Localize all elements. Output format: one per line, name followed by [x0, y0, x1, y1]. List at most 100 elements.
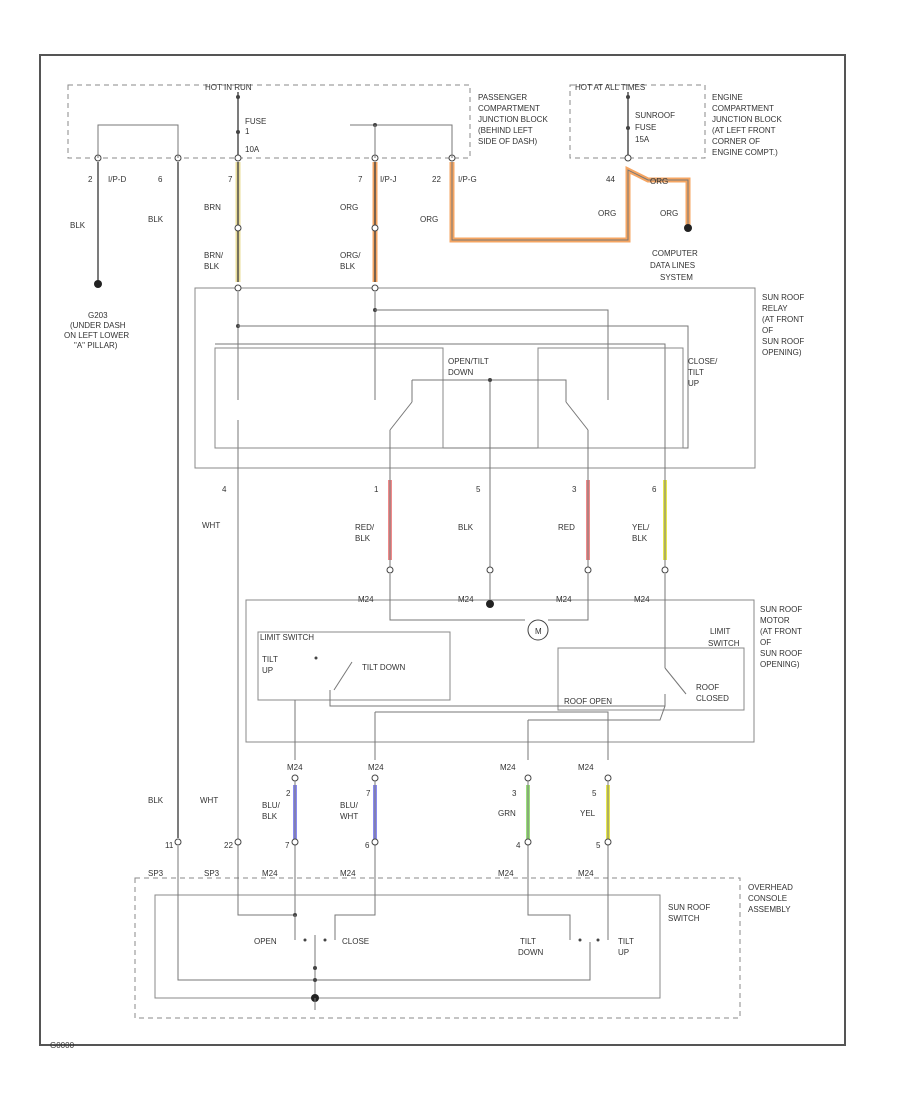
data-link-label-1: DATA LINES: [650, 261, 695, 270]
org-data-wire: [451, 162, 689, 241]
lower-conn-m24-4: M24: [578, 763, 594, 772]
sw-conn-11: [174, 838, 182, 846]
engine-block-label-1: COMPARTMENT: [712, 104, 774, 113]
engine-block-label-2: JUNCTION BLOCK: [712, 115, 782, 124]
sw-pin-11: 11: [165, 841, 174, 850]
diagram-frame: [39, 54, 846, 1046]
data-link-label-0: COMPUTER: [652, 249, 698, 258]
limit-sw1-contact: [314, 656, 318, 660]
passenger-block-label-0: PASSENGER: [478, 93, 527, 102]
motor-conn-2: [486, 566, 494, 574]
blk-mid-label: BLK: [458, 523, 474, 532]
sw-pin-22: 22: [224, 841, 233, 850]
limit-sw2-blade: [664, 667, 687, 695]
red-blk-label-b: BLK: [355, 534, 371, 543]
overhead-label-2: ASSEMBLY: [748, 905, 791, 914]
switch-tilt-up-label-b: UP: [618, 948, 629, 957]
lower-conn-c: [524, 774, 532, 782]
sw-m24-3: M24: [498, 869, 514, 878]
limit-switch-box-2: [557, 647, 745, 711]
motor-label-3: OF: [760, 638, 771, 647]
sw-pin-4: 4: [516, 841, 521, 850]
limit-sw1-blade: [333, 661, 353, 691]
sw-conn-22: [234, 838, 242, 846]
passenger-junction-block-outline: [67, 84, 471, 159]
org-splice: [371, 224, 379, 232]
sun-roof-switch-box: [154, 894, 661, 999]
blk-wire-label-1: BLK: [70, 221, 86, 230]
lower-pin-5: 5: [592, 789, 597, 798]
pin-44-label: 44: [606, 175, 615, 184]
blu-blk-label-b: BLK: [262, 812, 278, 821]
roof-closed-label-a: ROOF: [696, 683, 719, 692]
brn-blk-label-b: BLK: [204, 262, 220, 271]
limit-switch-box-1: [257, 631, 451, 701]
sw-m24-4: M24: [578, 869, 594, 878]
tilt-up-label-b: UP: [262, 666, 273, 675]
switch-open-label: OPEN: [254, 937, 277, 946]
relay-label-2: (AT FRONT: [762, 315, 804, 324]
pin-6-label: 6: [158, 175, 163, 184]
lower-conn-m24-1: M24: [287, 763, 303, 772]
lower-conn-b: [371, 774, 379, 782]
limit-switch-1-label: LIMIT SWITCH: [260, 633, 314, 642]
fuse2-label-b: FUSE: [635, 123, 656, 132]
brn-blk-label-a: BRN/: [204, 251, 224, 260]
engine-block-label-3: (AT LEFT FRONT: [712, 126, 776, 135]
overhead-label-0: OVERHEAD: [748, 883, 793, 892]
motor-label-4: SUN ROOF: [760, 649, 802, 658]
sw-internal-5: [527, 846, 571, 940]
sw-conn-4: [524, 838, 532, 846]
ground-label-3: "A" PILLAR): [74, 341, 118, 350]
ipj-label: I/P-J: [380, 175, 396, 184]
ipd-label: I/P-D: [108, 175, 126, 184]
sw-node-2: [313, 966, 317, 970]
close-tilt-label-a: CLOSE/: [688, 357, 718, 366]
motor-wire-c: [548, 574, 589, 621]
motor-conn-label-1: M24: [358, 595, 374, 604]
lower-pin-3: 3: [512, 789, 517, 798]
sw-pin-7: 7: [285, 841, 290, 850]
switch-tilt-down-label-a: TILT: [520, 937, 536, 946]
switch-label-a: SUN ROOF: [668, 903, 710, 912]
sw-contact-open: [303, 938, 307, 942]
passenger-block-label-2: JUNCTION BLOCK: [478, 115, 548, 124]
ground-label-2: ON LEFT LOWER: [64, 331, 129, 340]
relay-label-5: OPENING): [762, 348, 802, 357]
pin-2-label: 2: [88, 175, 93, 184]
motor-ground-node: [486, 600, 494, 608]
motor-wire-f: [329, 690, 666, 707]
passenger-block-label-3: (BEHIND LEFT: [478, 126, 533, 135]
open-tilt-label-b: DOWN: [448, 368, 474, 377]
ground-label-1: (UNDER DASH: [70, 321, 126, 330]
motor-wire-j: [528, 705, 666, 721]
sw-contact-close: [323, 938, 327, 942]
relay-open-tilt-box: [214, 347, 444, 449]
lower-conn-a: [291, 774, 299, 782]
engine-block-label-5: ENGINE COMPT.): [712, 148, 778, 157]
figure-id: G0000: [50, 1041, 75, 1050]
pin-22-label: 22: [432, 175, 441, 184]
fuse1-node-mid: [236, 130, 240, 134]
yel-blk-label-a: YEL/: [632, 523, 650, 532]
fuse2-label-c: 15A: [635, 135, 650, 144]
relay-conn-org: [371, 284, 379, 292]
ipg-label: I/P-G: [458, 175, 477, 184]
tilt-up-label-a: TILT: [262, 655, 278, 664]
close-tilt-label-b: TILT: [688, 368, 704, 377]
data-link-label-2: SYSTEM: [660, 273, 693, 282]
relay-pin-4: 4: [222, 485, 227, 494]
relay-sw1: [389, 401, 413, 431]
conn-7a: [234, 154, 242, 162]
motor-conn-label-4: M24: [634, 595, 650, 604]
engine-block-label-4: CORNER OF: [712, 137, 760, 146]
relay-sw2: [565, 401, 589, 431]
blk-wire-label-2: BLK: [148, 215, 164, 224]
hot-at-all-times-label: HOT AT ALL TIMES: [575, 83, 645, 92]
passenger-block-label-1: COMPARTMENT: [478, 104, 540, 113]
passenger-block-label-4: SIDE OF DASH): [478, 137, 537, 146]
motor-m-letter: M: [535, 627, 542, 636]
sun-roof-motor-box: [245, 599, 755, 743]
sw-conn-5: [604, 838, 612, 846]
